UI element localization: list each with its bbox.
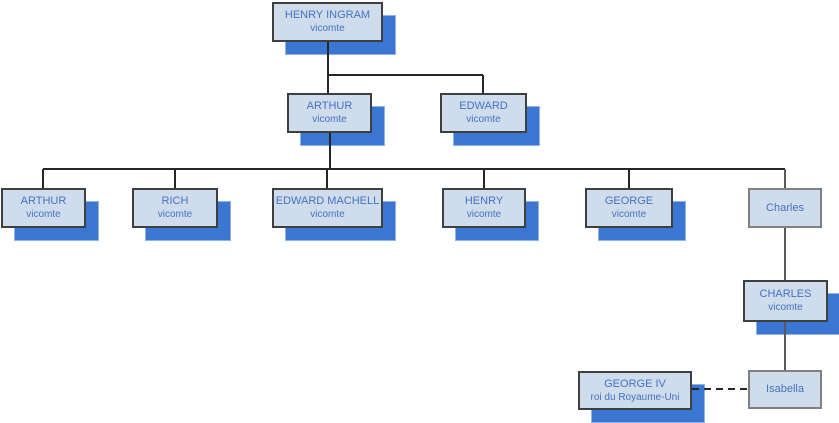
- charles-node[interactable]: Charles: [748, 188, 822, 228]
- charles-vicomte-node[interactable]: CHARLES vicomte: [743, 280, 828, 322]
- node-subtitle: vicomte: [466, 209, 502, 220]
- arthur-vicomte-g3-node[interactable]: ARTHUR vicomte: [1, 188, 86, 228]
- node-subtitle: vicomte: [26, 209, 61, 220]
- node-title: Isabella: [766, 383, 804, 395]
- edward-machell-node[interactable]: EDWARD MACHELL vicomte: [272, 188, 383, 228]
- node-title: CHARLES: [759, 288, 812, 300]
- node-subtitle: vicomte: [611, 209, 647, 220]
- node-title: GEORGE: [604, 195, 654, 207]
- node-title: HENRY INGRAM: [284, 9, 371, 21]
- node-subtitle: vicomte: [768, 302, 803, 313]
- node-title: Charles: [766, 201, 804, 214]
- node-subtitle: vicomte: [157, 209, 193, 220]
- node-subtitle: vicomte: [310, 23, 345, 34]
- node-title: EDWARD: [459, 100, 508, 112]
- node-title: EDWARD MACHELL: [275, 195, 380, 207]
- node-subtitle: vicomte: [310, 209, 345, 220]
- henry-vicomte-node[interactable]: HENRY vicomte: [442, 188, 526, 228]
- henry-ingram-node[interactable]: HENRY INGRAM vicomte: [272, 2, 383, 42]
- node-title: ARTHUR: [306, 100, 353, 112]
- node-title: HENRY: [464, 195, 504, 207]
- node-subtitle: roi du Royaume-Uni: [590, 391, 680, 403]
- node-title: GEORGE IV: [604, 377, 666, 390]
- isabella-node[interactable]: Isabella: [748, 370, 822, 409]
- rich-vicomte-node[interactable]: RICH vicomte: [132, 188, 218, 228]
- george-vicomte-node[interactable]: GEORGE vicomte: [585, 188, 673, 228]
- node-subtitle: vicomte: [466, 114, 501, 125]
- arthur-vicomte-g2-node[interactable]: ARTHUR vicomte: [287, 93, 372, 133]
- edward-vicomte-node[interactable]: EDWARD vicomte: [440, 93, 527, 133]
- node-subtitle: vicomte: [312, 114, 347, 125]
- node-title: ARTHUR: [20, 195, 67, 207]
- node-title: RICH: [161, 195, 189, 207]
- george-iv-node[interactable]: GEORGE IV roi du Royaume-Uni: [578, 371, 692, 410]
